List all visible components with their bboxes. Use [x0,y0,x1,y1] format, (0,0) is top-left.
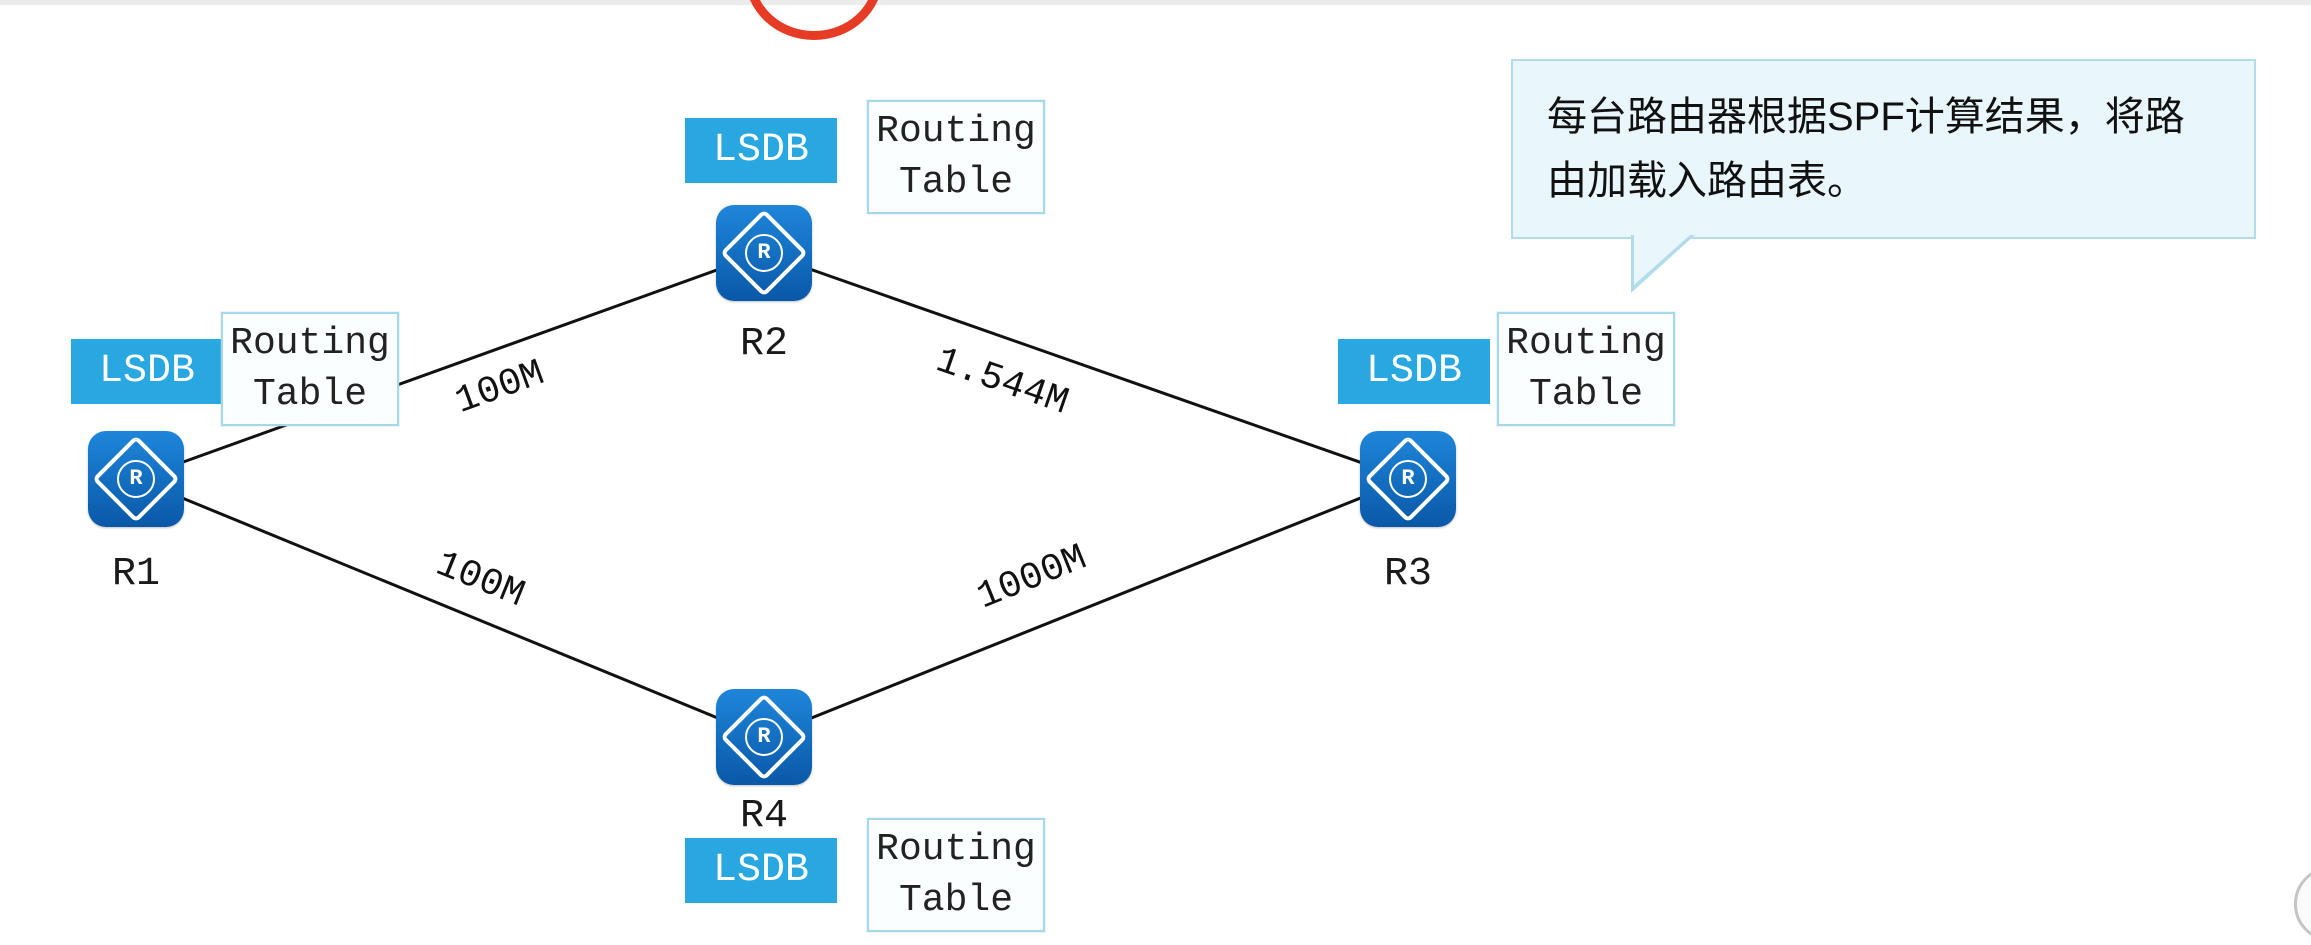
router-icon-r4: R [716,689,812,785]
lsdb-badge-r3: LSDB [1338,339,1491,404]
router-diamond-icon: R [1364,435,1452,523]
router-diamond-icon: R [720,693,808,781]
link-line-r2-r3 [763,251,1409,481]
routing-table-box-r4: Routing Table [867,818,1045,932]
router-r-glyph: R [117,460,155,498]
router-icon-r1: R [88,431,184,527]
lsdb-badge-r2: LSDB [685,118,838,183]
router-r-glyph: R [1389,460,1427,498]
note-callout: 每台路由器根据SPF计算结果，将路由加载入路由表。 [1511,59,2256,293]
link-line-r4-r3 [763,477,1409,739]
note-text: 每台路由器根据SPF计算结果，将路由加载入路由表。 [1547,95,2185,203]
router-icon-r2: R [716,205,812,301]
router-name-r1: R1 [111,552,160,597]
router-name-r4: R4 [739,794,788,839]
routing-table-box-r3: Routing Table [1497,312,1675,426]
link-line-r1-r2 [135,251,765,481]
router-name-r3: R3 [1383,552,1432,597]
router-name-r2: R2 [739,322,788,367]
router-icon-r3: R [1360,431,1456,527]
router-diamond-icon: R [92,435,180,523]
top-edge-strip [0,0,2311,5]
routing-table-box-r2: Routing Table [867,100,1045,214]
lsdb-badge-r1: LSDB [71,339,224,404]
routing-table-box-r1: Routing Table [221,312,399,426]
note-callout-tail-fill [1634,235,1690,285]
link-line-r1-r4 [135,477,765,739]
lsdb-badge-r4: LSDB [685,838,838,903]
router-r-glyph: R [745,234,783,272]
router-diamond-icon: R [720,209,808,297]
router-r-glyph: R [745,718,783,756]
